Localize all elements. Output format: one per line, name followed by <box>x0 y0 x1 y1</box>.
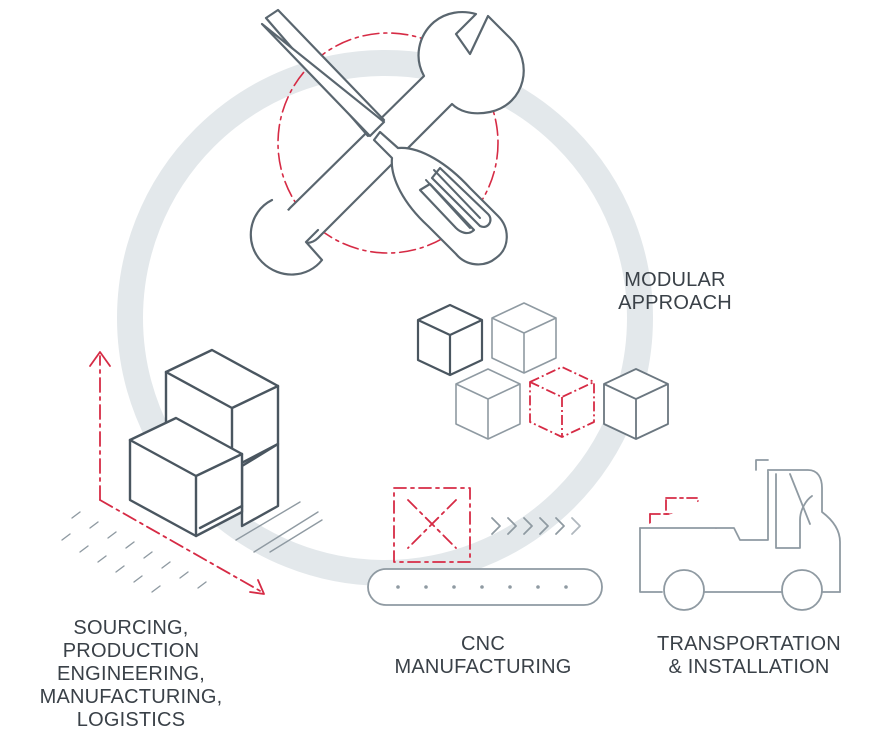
modular-line-1: MODULAR <box>624 269 726 291</box>
sourcing-line-5: LOGISTICS <box>76 709 186 731</box>
transport-line-2: & INSTALLATION <box>668 656 830 678</box>
sourcing-line-2: PRODUCTION <box>62 640 200 662</box>
cnc-line-2: MANUFACTURING <box>394 656 572 678</box>
modular-approach-label: MODULAR APPROACH <box>592 269 758 315</box>
conveyor-icon <box>367 487 603 606</box>
sourcing-line-4: MANUFACTURING, <box>39 686 223 708</box>
forklift-icon <box>639 459 841 611</box>
tools-icon <box>249 8 525 276</box>
transport-line-1: TRANSPORTATION <box>657 633 841 655</box>
boxes-icon <box>61 348 323 595</box>
sourcing-line-3: ENGINEERING, <box>57 663 205 685</box>
sourcing-label: SOURCING, PRODUCTION ENGINEERING, MANUFA… <box>0 617 262 732</box>
cnc-line-1: CNC <box>461 633 505 655</box>
modular-line-2: APPROACH <box>618 292 732 314</box>
cnc-label: CNC MANUFACTURING <box>352 633 614 679</box>
sourcing-line-1: SOURCING, <box>73 617 189 639</box>
transport-label: TRANSPORTATION & INSTALLATION <box>622 633 876 679</box>
cubes-icon <box>416 302 669 440</box>
